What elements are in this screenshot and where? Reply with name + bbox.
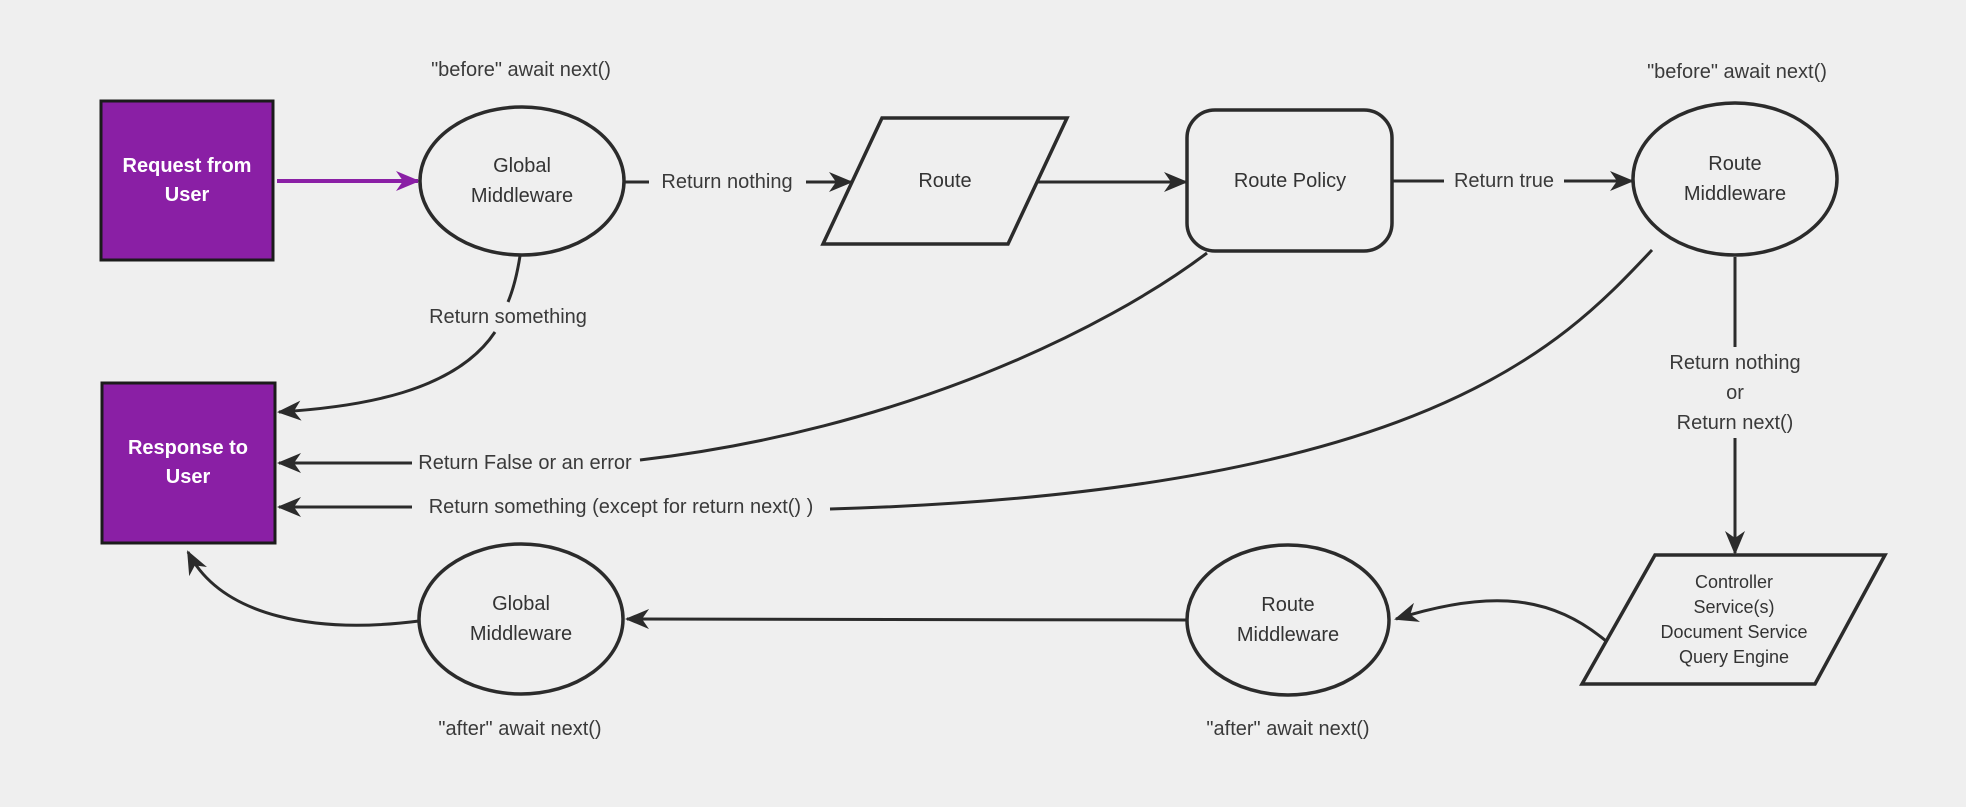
route-policy-label: Route Policy	[1233, 170, 1347, 192]
route-mw-top-line2: Middleware	[1683, 183, 1787, 205]
global-mw-bottom-line2: Middleware	[469, 623, 573, 645]
response-line1: Response to	[127, 437, 249, 459]
response-to-user-label: Response to User	[128, 434, 248, 492]
after-await-next-left-label: "after" await next()	[438, 718, 602, 740]
before-await-next-right-label: "before" await next()	[1647, 61, 1827, 83]
return-true-label: Return true	[1453, 170, 1555, 192]
after-await-next-right-label: "after" await next()	[1206, 718, 1370, 740]
response-line2: User	[165, 466, 211, 488]
edge-return-false-seg1	[639, 251, 1208, 462]
edge-return-except-seg1	[829, 248, 1654, 511]
route-policy-box	[1185, 108, 1394, 253]
edge-return-something-seg2	[277, 331, 497, 421]
global-mw-bottom-line1: Global	[492, 593, 550, 615]
edge-controller-to-routemw-bottom	[1394, 599, 1607, 643]
controller-line2: Service(s)	[1693, 597, 1775, 617]
return-nothing-or-next-label: Return nothing or Return next()	[1669, 348, 1800, 438]
controller-line1: Controller	[1694, 572, 1774, 592]
controller-line3: Document Service	[1660, 622, 1808, 642]
global-middleware-bottom-ellipse	[417, 542, 625, 696]
route-mw-bottom-line1: Route	[1261, 594, 1315, 616]
response-to-user-box	[100, 381, 277, 545]
global-mw-top-line2: Middleware	[470, 185, 574, 207]
controller-services-label: Controller Service(s) Document Service Q…	[1660, 570, 1807, 670]
global-mw-top-line1: Global	[493, 155, 551, 177]
route-middleware-top-label: Route Middleware	[1684, 149, 1786, 209]
edge-return-something-seg1	[506, 255, 522, 303]
global-middleware-top-label: Global Middleware	[471, 151, 573, 211]
edge-routemw-to-globalmw-bottom	[625, 609, 1188, 630]
global-middleware-top-ellipse	[418, 105, 626, 257]
route-middleware-bottom-label: Route Middleware	[1237, 590, 1339, 650]
route-middleware-top-ellipse	[1631, 101, 1839, 257]
route-middleware-bottom-ellipse	[1185, 543, 1391, 697]
request-line1: Request from	[122, 155, 252, 177]
route-label: Route	[918, 170, 972, 192]
route-parallelogram	[820, 116, 1070, 246]
request-from-user-box	[99, 99, 275, 262]
return-nothing-label: Return nothing	[661, 171, 793, 193]
controller-line4: Query Engine	[1678, 647, 1790, 667]
request-line2: User	[164, 184, 210, 206]
route-mw-bottom-line2: Middleware	[1236, 624, 1340, 646]
return-nothing-or-line2: or	[1726, 382, 1744, 404]
before-await-next-left-label: "before" await next()	[431, 59, 611, 81]
global-middleware-bottom-label: Global Middleware	[470, 589, 572, 649]
controller-services-parallelogram	[1578, 553, 1888, 686]
edge-globalmw-bottom-to-response	[186, 550, 420, 627]
request-from-user-label: Request from User	[123, 152, 252, 210]
return-something-except-label: Return something (except for return next…	[428, 496, 814, 518]
return-nothing-or-line3: Return next()	[1676, 412, 1794, 434]
return-something-label: Return something	[429, 306, 587, 328]
return-false-or-error-label: Return False or an error	[418, 452, 632, 474]
return-nothing-or-line1: Return nothing	[1669, 352, 1801, 374]
route-mw-top-line1: Route	[1708, 153, 1762, 175]
